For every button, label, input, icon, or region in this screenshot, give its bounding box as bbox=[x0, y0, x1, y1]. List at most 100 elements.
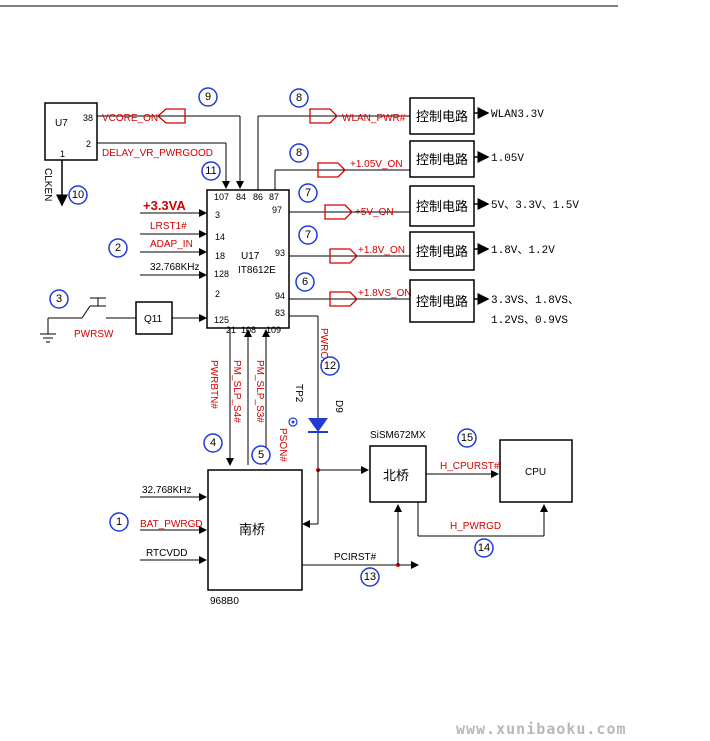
svg-text:1: 1 bbox=[116, 516, 122, 528]
v18-arrow-icon bbox=[329, 248, 358, 264]
step-6-marker bbox=[295, 272, 315, 292]
pwrbtn-label: PWRBTN# bbox=[208, 360, 219, 409]
svg-text:38: 38 bbox=[83, 113, 93, 123]
watermark: www.xunibaoku.com bbox=[456, 720, 627, 738]
svg-text:6: 6 bbox=[302, 276, 308, 288]
step-13-marker bbox=[360, 567, 380, 587]
tp2-testpoint-icon bbox=[288, 417, 298, 427]
svg-text:8: 8 bbox=[296, 147, 302, 159]
svg-text:86: 86 bbox=[253, 192, 263, 202]
step-3-marker bbox=[49, 289, 69, 309]
wlan-arrow-icon bbox=[309, 108, 338, 124]
svg-text:11: 11 bbox=[205, 165, 216, 177]
step-11-marker bbox=[201, 161, 221, 181]
u17-chip: 107 84 86 87 3 14 18 128 2 125 97 93 94 … bbox=[206, 189, 290, 335]
svg-text:14: 14 bbox=[215, 232, 225, 242]
svg-text:128: 128 bbox=[214, 269, 229, 279]
vcore-on-label: VCORE_ON bbox=[102, 113, 158, 124]
svg-text:控制电路: 控制电路 bbox=[416, 152, 468, 168]
rtcvdd-label: RTCVDD bbox=[146, 548, 187, 559]
u7-chip: U7 38 2 1 bbox=[44, 102, 98, 161]
step-5-marker bbox=[251, 445, 271, 465]
svg-text:4: 4 bbox=[210, 437, 216, 449]
v18-on-label: +1.8V_ON bbox=[358, 245, 405, 256]
v18s-arrow-icon bbox=[329, 291, 358, 307]
adap-in-label: ADAP_IN bbox=[150, 239, 193, 250]
svg-text:3: 3 bbox=[215, 210, 220, 220]
v5-on-label: +5V_ON bbox=[355, 207, 394, 218]
south-bridge: 南桥 968B0 bbox=[207, 469, 303, 607]
control-box-3: 控制电路 bbox=[409, 185, 475, 227]
pm-slp-s4-label: PM_SLP_S4# bbox=[231, 360, 242, 423]
output-105: 1.05V bbox=[491, 153, 524, 165]
u17-label: U17 bbox=[241, 251, 260, 262]
svg-text:7: 7 bbox=[305, 229, 311, 241]
svg-text:控制电路: 控制电路 bbox=[416, 199, 468, 215]
delay-vr-label: DELAY_VR_PWRGOOD bbox=[102, 148, 213, 159]
svg-text:84: 84 bbox=[236, 192, 246, 202]
svg-text:9: 9 bbox=[205, 91, 211, 103]
step-14-marker bbox=[474, 538, 494, 558]
step-7b-marker bbox=[298, 225, 318, 245]
q11-label: Q11 bbox=[144, 314, 163, 325]
svg-text:PWRSW: PWRSW bbox=[74, 329, 114, 340]
lrst1-label: LRST1# bbox=[150, 221, 187, 232]
svg-text:5: 5 bbox=[258, 449, 264, 461]
svg-text:2: 2 bbox=[215, 289, 220, 299]
output-18: 1.8V、1.2V bbox=[491, 245, 555, 257]
svg-text:控制电路: 控制电路 bbox=[416, 294, 468, 310]
output-12vs: 1.2VS、0.9VS bbox=[491, 315, 568, 327]
v33va-label: +3.3VA bbox=[143, 198, 186, 213]
svg-text:18: 18 bbox=[215, 251, 225, 261]
svg-text:15: 15 bbox=[461, 432, 473, 444]
v5-arrow-icon bbox=[324, 204, 353, 220]
svg-text:北桥: 北桥 bbox=[383, 469, 409, 484]
h-cpurst-label: H_CPURST# bbox=[440, 461, 500, 472]
h-pwrgd-label: H_PWRGD bbox=[450, 521, 501, 532]
south-part-label: 968B0 bbox=[210, 596, 239, 607]
svg-text:控制电路: 控制电路 bbox=[416, 244, 468, 260]
step-2-marker bbox=[108, 238, 128, 258]
svg-text:94: 94 bbox=[275, 291, 285, 301]
sis-label: SiSM672MX bbox=[370, 430, 426, 441]
svg-text:97: 97 bbox=[272, 205, 282, 215]
svg-text:108: 108 bbox=[241, 325, 256, 335]
control-box-4: 控制电路 bbox=[409, 231, 475, 271]
control-box-1: 控制电路 bbox=[409, 97, 475, 135]
north-bridge: 北桥 SiSM672MX bbox=[369, 430, 427, 503]
cpu-block: CPU bbox=[499, 439, 573, 503]
svg-text:7: 7 bbox=[305, 187, 311, 199]
step-1-marker bbox=[109, 512, 129, 532]
pwrok-label: PWROK bbox=[318, 328, 329, 366]
svg-text:1: 1 bbox=[60, 149, 65, 159]
step-7a-marker bbox=[298, 183, 318, 203]
svg-text:93: 93 bbox=[275, 248, 285, 258]
svg-text:2: 2 bbox=[115, 242, 121, 254]
output-33vs: 3.3VS、1.8VS、 bbox=[491, 295, 579, 307]
pcirst-label: PCIRST# bbox=[334, 552, 377, 563]
wlan-pwr-label: WLAN_PWR# bbox=[342, 113, 406, 124]
svg-text:14: 14 bbox=[478, 542, 490, 554]
d9-label: D9 bbox=[333, 400, 344, 413]
step-12-marker bbox=[320, 356, 340, 376]
svg-text:南桥: 南桥 bbox=[239, 522, 265, 538]
step-8a-marker bbox=[289, 88, 309, 108]
pson-label: PSON# bbox=[277, 428, 288, 462]
control-box-2: 控制电路 bbox=[409, 140, 475, 178]
svg-text:87: 87 bbox=[269, 192, 279, 202]
svg-text:2: 2 bbox=[86, 139, 91, 149]
d9-diode-icon bbox=[308, 418, 328, 432]
pwrsw-switch: PWRSW bbox=[40, 297, 136, 343]
v105-on-label: +1.05V_ON bbox=[350, 159, 403, 170]
tp2-label: TP2 bbox=[293, 384, 304, 403]
step-15-marker bbox=[457, 428, 477, 448]
step-4-marker bbox=[203, 433, 223, 453]
svg-text:8: 8 bbox=[296, 92, 302, 104]
svg-text:125: 125 bbox=[214, 315, 229, 325]
svg-text:10: 10 bbox=[72, 189, 84, 201]
u7-label: U7 bbox=[55, 118, 68, 129]
svg-text:控制电路: 控制电路 bbox=[416, 109, 468, 125]
output-5v: 5V、3.3V、1.5V bbox=[491, 200, 579, 212]
v105-arrow-icon bbox=[317, 162, 346, 178]
